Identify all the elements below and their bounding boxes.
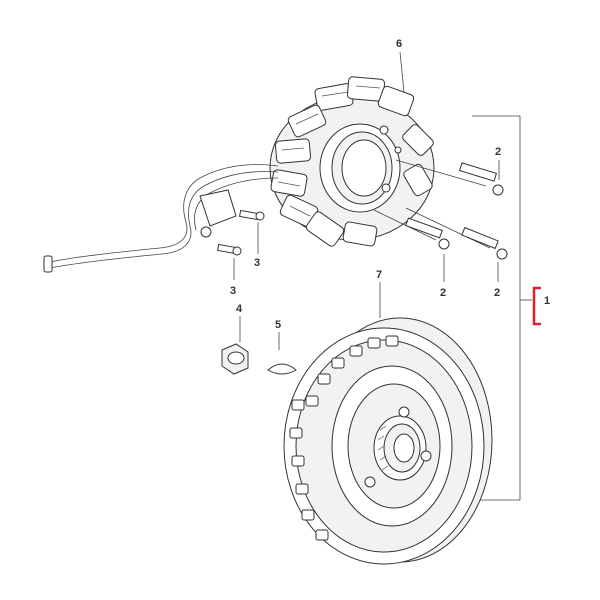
callout-6-stator: 6 — [396, 38, 402, 50]
callout-4-nut: 4 — [236, 303, 243, 315]
wiring-harness — [43, 164, 279, 273]
assembly-bracket — [470, 115, 541, 501]
callout-7-flywheel: 7 — [376, 269, 382, 281]
assembly-bracket-highlight — [532, 286, 541, 326]
callout-2-screw-a: 2 — [495, 146, 501, 158]
callout-2-screw-c: 2 — [494, 287, 500, 299]
screw-long-c — [405, 207, 508, 260]
callout-1-assembly: 1 — [544, 295, 550, 307]
woodruff-key — [267, 363, 297, 375]
pickup-sensor — [199, 189, 237, 227]
screw-short-a — [239, 209, 265, 221]
callout-3-screw-b: 3 — [230, 285, 236, 297]
callout-3-screw-a: 3 — [254, 257, 260, 269]
callout-2-screw-b: 2 — [440, 287, 446, 299]
screw-long-b — [373, 209, 450, 250]
flywheel-nut — [221, 343, 249, 375]
callout-5-key: 5 — [275, 319, 281, 331]
stator — [269, 76, 435, 247]
screw-short-b — [217, 243, 242, 256]
screw-long-a — [395, 159, 504, 196]
flywheel — [283, 317, 493, 565]
